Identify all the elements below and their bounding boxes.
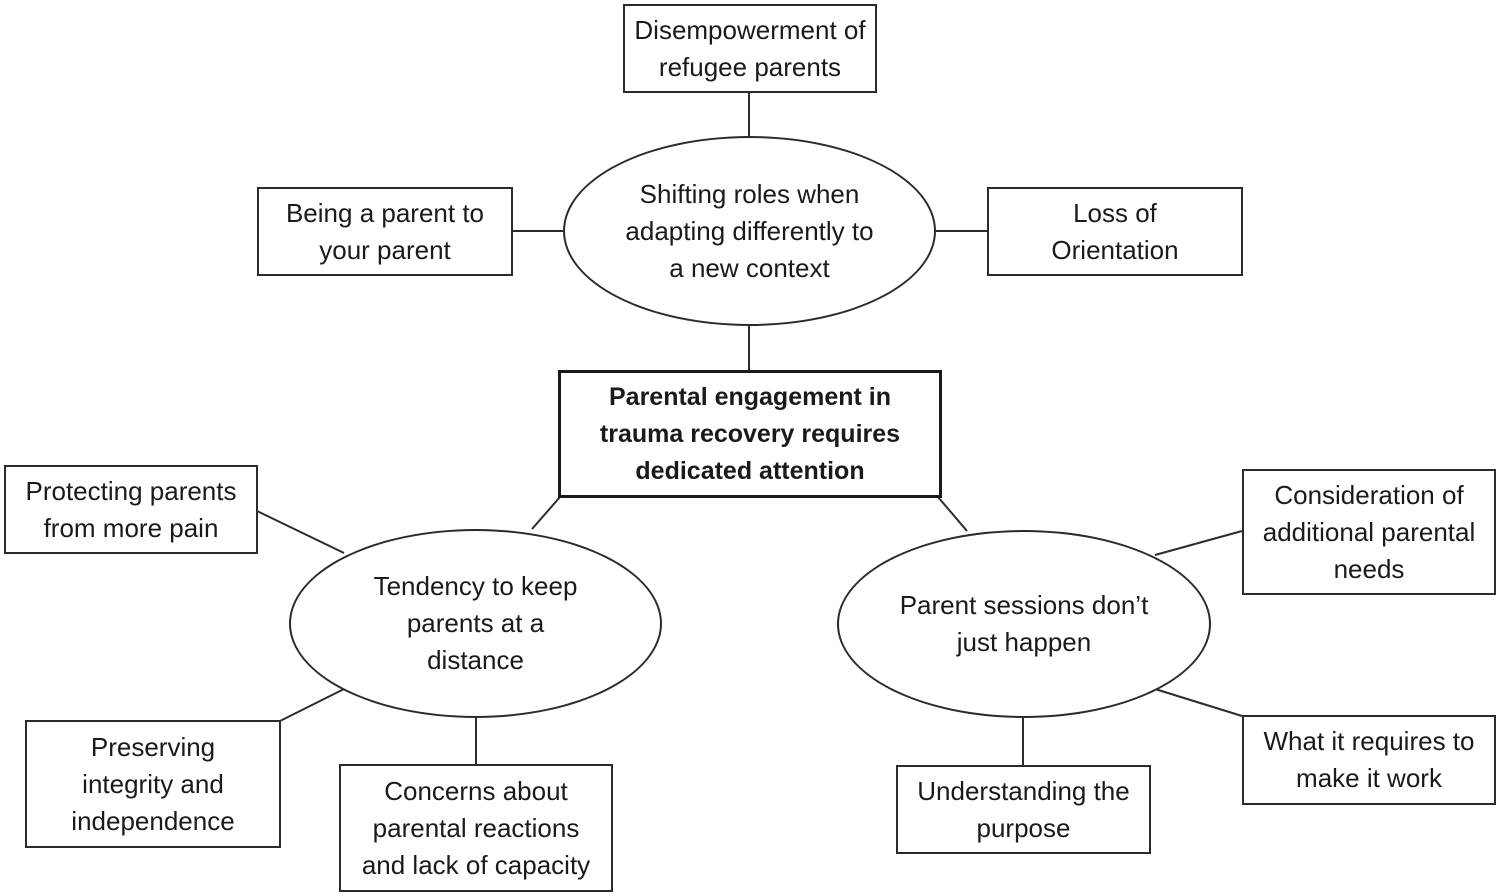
theme-sessions: Parent sessions don’t just happen [837, 530, 1211, 718]
subtheme-parent-to-parent-label: Being a parent to your parent [285, 197, 485, 265]
connector-central-keep-distance [531, 496, 561, 530]
subtheme-additional-needs: Consideration of additional parental nee… [1242, 469, 1496, 595]
subtheme-disempowerment: Disempowerment of refugee parents [623, 4, 877, 93]
theme-shifting-roles: Shifting roles when adapting differently… [563, 136, 936, 326]
subtheme-requires: What it requires to make it work [1242, 715, 1496, 805]
central-theme-label: Parental engagement in trauma recovery r… [599, 382, 901, 485]
connector-additional-needs-sessions [1154, 530, 1243, 556]
subtheme-purpose: Understanding the purpose [896, 765, 1151, 854]
subtheme-purpose-label: Understanding the purpose [917, 775, 1130, 843]
subtheme-loss-orientation-label: Loss of Orientation [1051, 197, 1179, 265]
central-theme: Parental engagement in trauma recovery r… [558, 370, 942, 498]
subtheme-additional-needs-label: Consideration of additional parental nee… [1262, 479, 1476, 584]
subtheme-disempowerment-label: Disempowerment of refugee parents [634, 14, 866, 82]
subtheme-parent-to-parent: Being a parent to your parent [257, 187, 513, 276]
connector-protecting-keep-distance [256, 510, 345, 554]
connector-preserving-keep-distance [279, 688, 345, 722]
subtheme-requires-label: What it requires to make it work [1263, 726, 1475, 793]
subtheme-loss-orientation: Loss of Orientation [987, 187, 1243, 276]
theme-shifting-roles-label: Shifting roles when adapting differently… [625, 178, 874, 283]
connector-requires-sessions [1154, 688, 1243, 717]
subtheme-protecting-label: Protecting parents from more pain [25, 475, 237, 543]
subtheme-preserving-label: Preserving integrity and independence [71, 731, 235, 836]
connector-central-sessions [937, 496, 968, 532]
theme-sessions-label: Parent sessions don’t just happen [899, 590, 1149, 657]
subtheme-protecting: Protecting parents from more pain [4, 465, 258, 554]
theme-keep-distance: Tendency to keep parents at a distance [289, 529, 662, 718]
subtheme-concerns-label: Concerns about parental reactions and la… [361, 775, 591, 880]
theme-keep-distance-label: Tendency to keep parents at a distance [373, 571, 578, 675]
subtheme-preserving: Preserving integrity and independence [25, 720, 281, 848]
subtheme-concerns: Concerns about parental reactions and la… [339, 764, 613, 892]
